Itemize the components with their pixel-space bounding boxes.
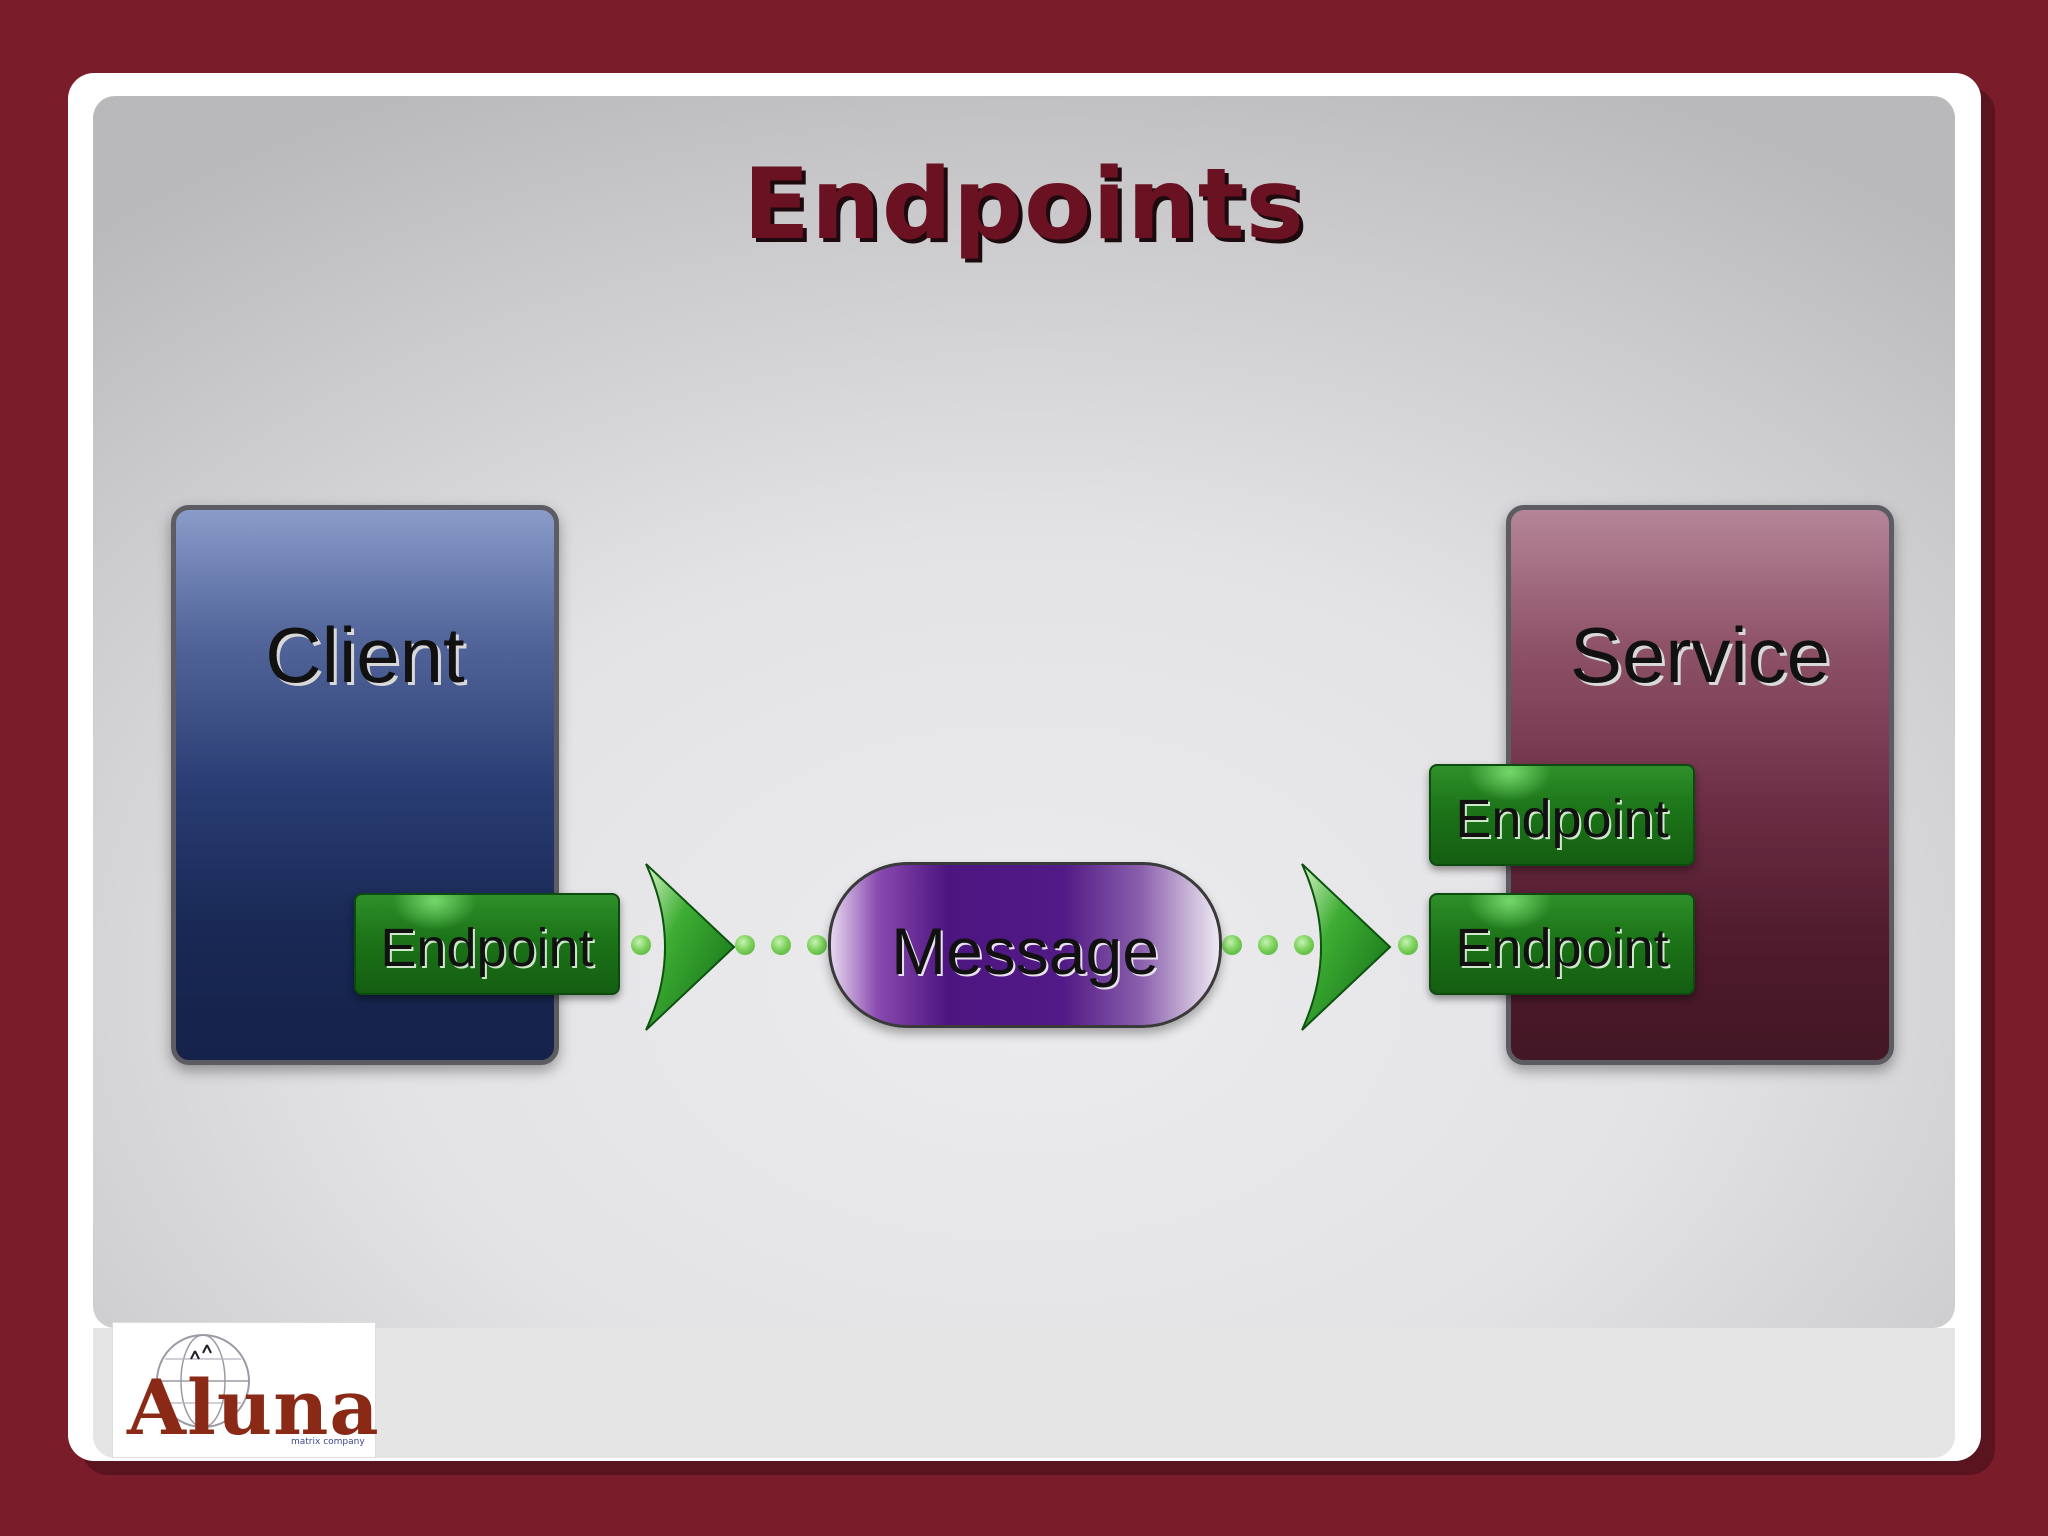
service-endpoint-label: Endpoint — [1455, 918, 1669, 978]
company-logo: Aluna matrix company — [112, 1322, 379, 1458]
flow-arrow-icon — [1301, 863, 1392, 1031]
connector-dot — [1294, 935, 1314, 955]
connector-dot — [771, 935, 791, 955]
connector-dot — [631, 935, 651, 955]
logo-subtext: matrix company — [291, 1437, 365, 1447]
globe-icon — [156, 1334, 250, 1428]
slide-title: Endpoints — [743, 148, 1305, 262]
connector-dot — [735, 935, 755, 955]
service-endpoint-1: Endpoint — [1429, 764, 1695, 866]
connector-dot — [1222, 935, 1242, 955]
connector-dot — [1398, 935, 1418, 955]
client-label: Client — [265, 611, 465, 699]
connector-dot — [807, 935, 827, 955]
logo-word: Aluna — [127, 1363, 380, 1452]
client-endpoint: Endpoint — [354, 893, 620, 995]
footer-bar — [93, 1328, 1955, 1458]
service-endpoint-2: Endpoint — [1429, 893, 1695, 995]
service-endpoint-label: Endpoint — [1455, 789, 1669, 849]
connector-dot — [1258, 935, 1278, 955]
client-endpoint-label: Endpoint — [380, 918, 594, 978]
message-pill: Message — [828, 862, 1222, 1028]
flow-arrow-icon — [645, 863, 736, 1031]
message-label: Message — [891, 914, 1159, 988]
service-label: Service — [1569, 611, 1831, 699]
